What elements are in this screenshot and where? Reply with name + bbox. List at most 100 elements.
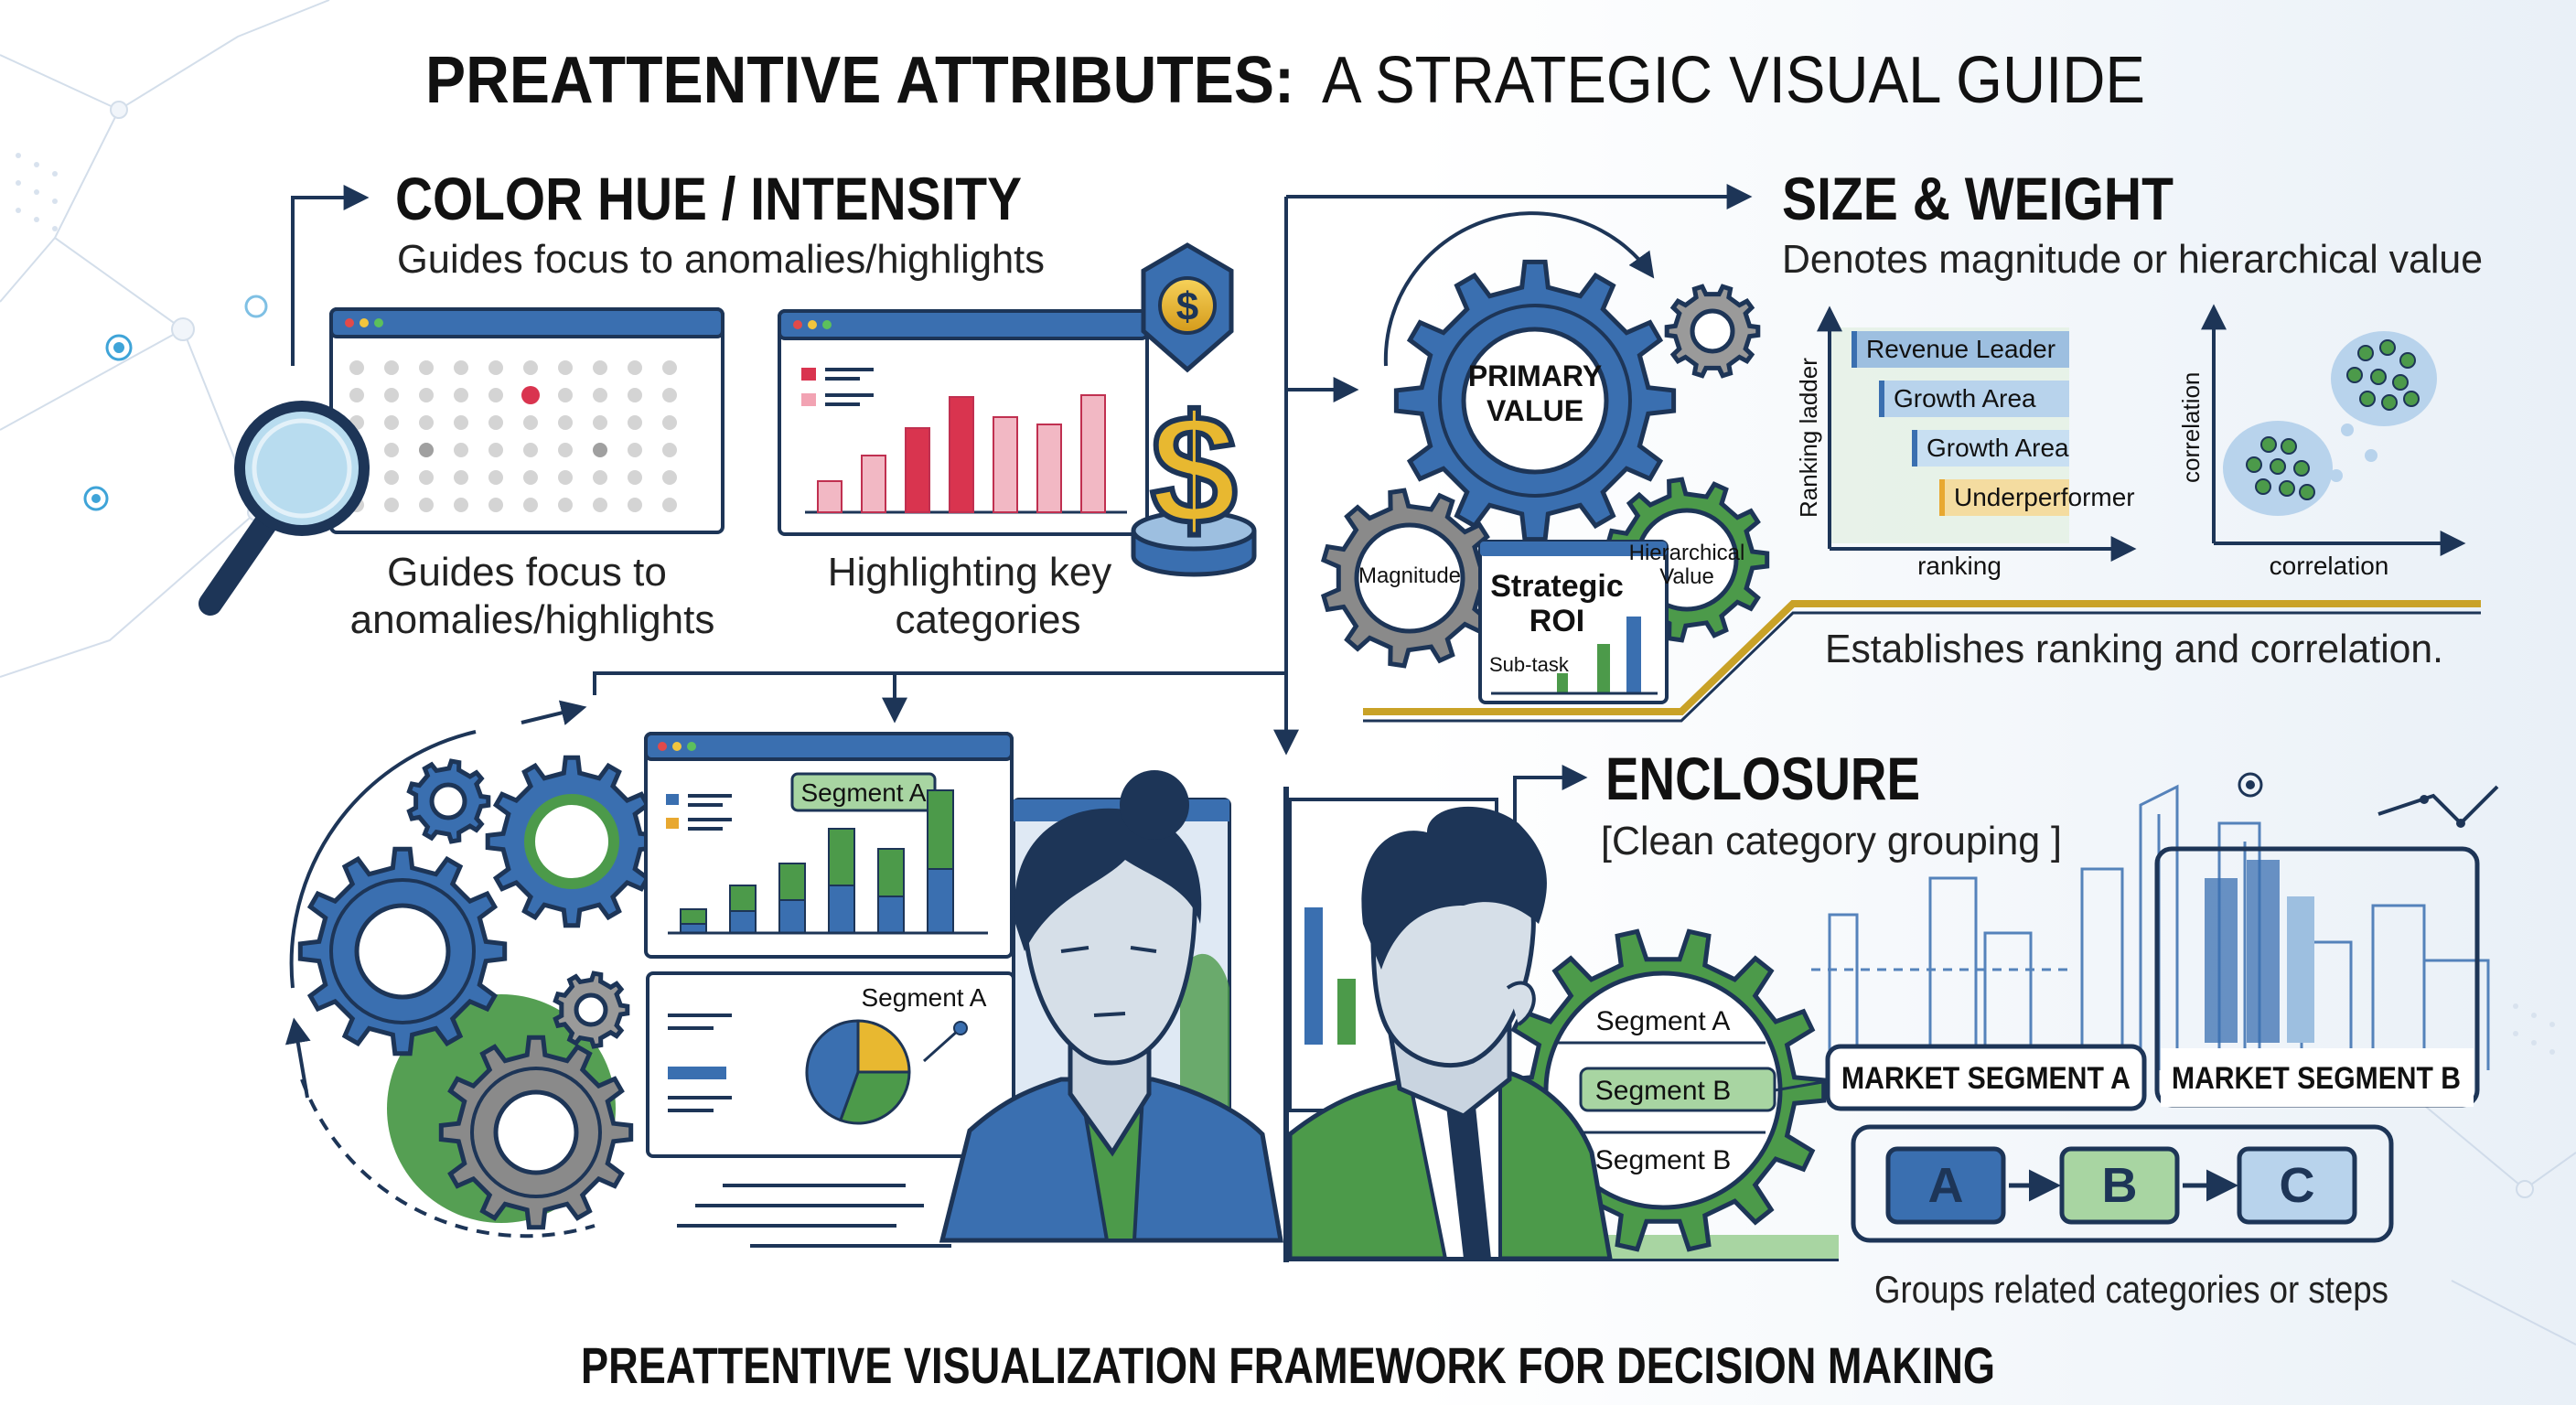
grid-dot <box>419 498 434 512</box>
pie-slice-gold <box>856 1019 911 1074</box>
color-caption-right-1: Highlighting key <box>828 550 1112 595</box>
dashboard-section: Segment A Segment A <box>284 700 1283 1248</box>
size-heading: SIZE & WEIGHT <box>1782 165 2174 232</box>
ladder-bar-edge <box>1939 479 1945 516</box>
grid-dot <box>558 470 573 485</box>
grid-dot <box>419 443 434 457</box>
network-decoration <box>0 0 2576 1346</box>
gear-hub <box>1461 327 1609 475</box>
grid-dot <box>662 443 677 457</box>
gear-accent-ring <box>524 794 619 889</box>
gear-hub <box>354 903 451 1000</box>
text-lines-decoration <box>677 1184 951 1248</box>
grid-dot <box>628 470 642 485</box>
title-bold: PREATTENTIVE ATTRIBUTES: <box>425 44 1294 117</box>
gear-hub <box>429 782 467 820</box>
grid-dot <box>662 388 677 402</box>
gear-gray-large <box>438 1035 634 1230</box>
stacked-bar-bottom <box>877 896 905 934</box>
grid-dot <box>662 360 677 375</box>
gear-small-blue <box>406 758 491 844</box>
grid-dot <box>488 470 503 485</box>
analyst-man-illustration <box>1287 806 1613 1261</box>
gear-small-gray <box>553 971 630 1049</box>
ladder-bar <box>1852 331 2069 368</box>
highlight-bar <box>949 396 974 513</box>
market-a-enclosure <box>1825 1044 2147 1111</box>
grid-dot <box>523 415 538 430</box>
circular-arrow <box>289 730 477 989</box>
grid-dot <box>593 498 607 512</box>
grid-dot <box>558 443 573 457</box>
grid-dot <box>523 443 538 457</box>
step-label: B <box>2102 1158 2138 1213</box>
highlight-bar <box>861 455 886 513</box>
dot-grid-window <box>329 307 724 534</box>
stacked-bar-bottom <box>927 868 954 934</box>
grid-dot <box>454 443 468 457</box>
roi-title-2: ROI <box>1530 604 1584 638</box>
market-b-label-bg <box>2161 1048 2474 1107</box>
grid-dot <box>419 470 434 485</box>
grid-dot <box>628 443 642 457</box>
color-heading: COLOR HUE / INTENSITY <box>395 165 1022 232</box>
grid-dot <box>628 388 642 402</box>
stacked-bar-top <box>927 789 954 870</box>
scatter-point <box>2381 394 2398 411</box>
scatter-point <box>2260 436 2277 453</box>
grid-dot <box>593 360 607 375</box>
correlation-scatter-chart: correlation correlation <box>2177 304 2466 580</box>
grid-dot <box>488 415 503 430</box>
grid-dot <box>349 388 364 402</box>
gear-primary-label-1: PRIMARY <box>1468 359 1602 392</box>
gear-segment-2: Segment B <box>1595 1076 1731 1106</box>
grid-dot <box>419 415 434 430</box>
gear-hierarchical-label-1: Hierarchical <box>1629 541 1745 565</box>
grid-dot <box>558 415 573 430</box>
ladder-bar <box>1939 479 2069 516</box>
circular-dashed-arrow <box>300 1078 596 1239</box>
grid-dot <box>628 415 642 430</box>
grid-dot <box>523 470 538 485</box>
color-caption-left-1: Guides focus to <box>387 550 667 595</box>
gear-segment-1: Segment A <box>1596 1006 1731 1036</box>
stacked-bar-top <box>828 828 855 886</box>
step-label: A <box>1928 1158 1964 1213</box>
grid-dot <box>419 388 434 402</box>
grid-dot <box>628 360 642 375</box>
color-section: COLOR HUE / INTENSITY Guides focus to an… <box>199 165 1257 642</box>
size-caption: Establishes ranking and correlation. <box>1825 627 2443 671</box>
grid-dot <box>593 388 607 402</box>
shield-coin-icon: $ <box>1141 242 1234 373</box>
gear-primary <box>1393 259 1677 542</box>
scatter-point <box>2399 352 2416 369</box>
ladder-label: Revenue Leader <box>1866 335 2055 363</box>
scatter-ylabel: correlation <box>2177 372 2205 483</box>
scatter-point <box>2246 456 2262 473</box>
highlight-bars <box>817 394 1106 513</box>
gold-platform <box>1363 600 2481 715</box>
segment-label: Segment A <box>801 778 927 807</box>
scatter-xlabel: correlation <box>2270 552 2389 580</box>
ladder-ylabel: Ranking ladder <box>1795 358 1822 518</box>
pie-chart <box>805 1019 911 1125</box>
scatter-point-faint <box>2365 449 2377 462</box>
ladder-bar <box>1912 430 2069 467</box>
magnifier-icon <box>199 401 370 616</box>
grid-dot <box>523 498 538 512</box>
grid-dot <box>384 415 399 430</box>
gear-hub <box>574 992 608 1027</box>
gear-magnitude-label: Magnitude <box>1358 563 1461 588</box>
size-section: SIZE & WEIGHT Denotes magnitude or hiera… <box>1320 165 2483 723</box>
highlight-bar-window <box>778 309 1149 536</box>
grid-dot <box>349 360 364 375</box>
roi-title-1: Strategic <box>1490 569 1624 604</box>
scatter-point <box>2357 345 2374 361</box>
dot-texture <box>16 153 2555 1055</box>
grid-dot <box>558 388 573 402</box>
ladder-bar-edge <box>1879 381 1884 417</box>
network-nodes <box>83 295 2263 798</box>
ladder-label: Underperformer <box>1954 483 2135 511</box>
scatter-point-faint <box>2341 424 2354 436</box>
grid-dot <box>384 470 399 485</box>
